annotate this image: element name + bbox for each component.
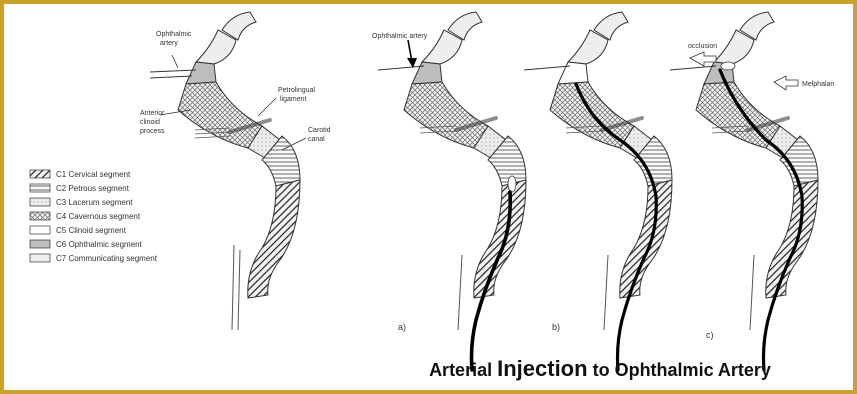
legend-swatch-c1 (30, 170, 50, 178)
label-ophthalmic-1: Ophthalmic (156, 31, 192, 38)
panel-a-annotation: Ophthalmic artery (372, 33, 428, 40)
caption-part-1: Arterial (429, 360, 492, 380)
legend-swatch-c2 (30, 184, 50, 192)
legend-c2: C2 Petrous segment (56, 184, 130, 193)
legend-swatch-c4 (30, 212, 50, 220)
panel-a: Ophthalmic artery a) (372, 12, 526, 370)
label-petrolingual-2: ligament (280, 96, 307, 103)
legend-c3: C3 Lacerum segment (56, 198, 133, 207)
caption-part-2: Injection (497, 356, 587, 381)
legend-swatch-c5 (30, 226, 50, 234)
panel-c-label: c) (706, 330, 714, 340)
label-ophthalmic-2: artery (160, 40, 178, 47)
legend-c7: C7 Communicating segment (56, 254, 158, 263)
label-anterior-3: process (140, 128, 165, 135)
label-carotid-2: canal (308, 136, 325, 143)
labeled-carotid-diagram: Ophthalmic artery Anterior clinoid proce… (140, 12, 331, 330)
occlusion-arrow-icon (690, 52, 716, 66)
panel-a-label: a) (398, 322, 406, 332)
segment-legend: C1 Cervical segment C2 Petrous segment C… (30, 170, 158, 263)
panel-c-annotation: occlusion (688, 43, 717, 50)
panel-c-annotation-2: Melphalan (802, 81, 834, 88)
panel-b-label: b) (552, 322, 560, 332)
legend-c1: C1 Cervical segment (56, 170, 131, 179)
label-anterior-2: clinoid (140, 119, 160, 126)
legend-swatch-c6 (30, 240, 50, 248)
label-carotid-1: Carotid (308, 127, 331, 134)
label-anterior-1: Anterior (140, 110, 165, 117)
figure-caption: Arterial Injection to Ophthalmic Artery (360, 356, 840, 382)
caption-part-3: to Ophthalmic Artery (593, 360, 771, 380)
panel-b: b) (524, 12, 672, 370)
legend-c4: C4 Cavernous segment (56, 212, 141, 221)
panel-c: occlusion Melphalan c) (670, 12, 834, 370)
legend-swatch-c7 (30, 254, 50, 262)
label-petrolingual-1: Petrolingual (278, 87, 315, 94)
legend-swatch-c3 (30, 198, 50, 206)
legend-c6: C6 Ophthalmic segment (56, 240, 143, 249)
legend-c5: C5 Clinoid segment (56, 226, 127, 235)
melphalan-arrow-icon (774, 76, 798, 90)
